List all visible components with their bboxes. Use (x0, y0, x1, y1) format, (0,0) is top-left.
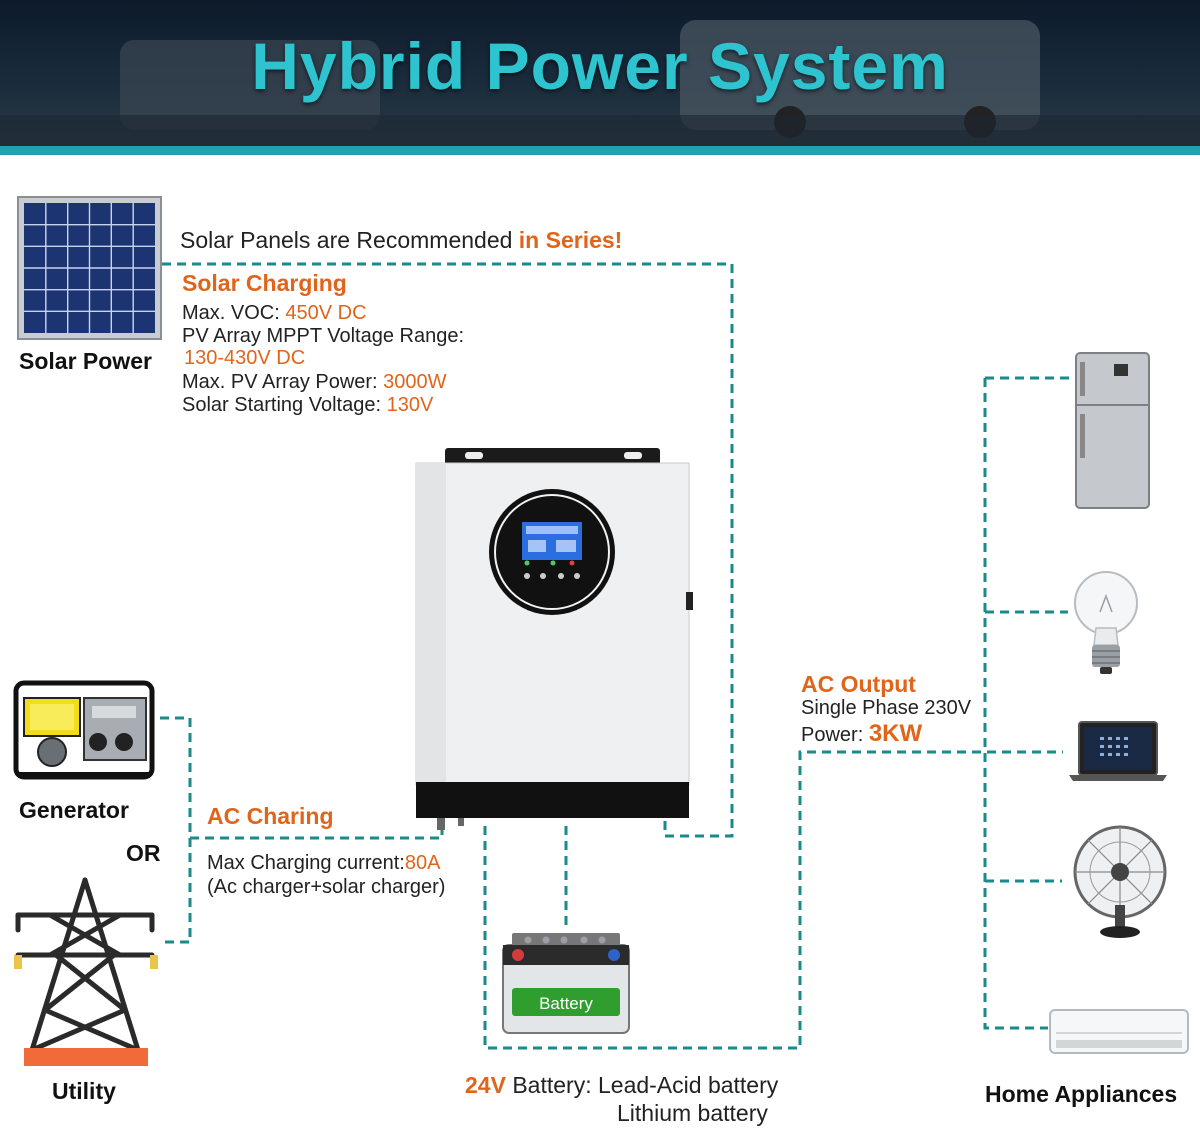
solar-recommendation-highlight: in Series! (518, 227, 623, 253)
max-voc-label: Max. VOC: (182, 302, 286, 324)
mppt-range-value: 130-430V DC (184, 347, 306, 369)
ac-output-heading: AC Output (801, 671, 916, 697)
header-banner (0, 0, 1200, 150)
solar-recommendation: Solar Panels are Recommended in Series! (180, 227, 622, 254)
or-label: OR (126, 840, 161, 866)
solar-start-voltage-row: Solar Starting Voltage: 130V (182, 394, 433, 417)
ac-charging-current-value: 80A (404, 852, 441, 874)
utility-label: Utility (52, 1078, 116, 1104)
solar-start-voltage-value: 130V (386, 394, 434, 416)
battery-icon-text: Battery (539, 994, 593, 1013)
ac-output-power-label: Power: (801, 724, 869, 746)
ac-output-power-row: Power: 3KW (801, 720, 922, 748)
battery-type-2: Lithium battery (617, 1100, 768, 1126)
battery-negative-line (483, 750, 1063, 1050)
battery-type-row: 24V Battery: Lead-Acid battery (465, 1072, 778, 1099)
max-voc-value: 450V DC (285, 302, 367, 324)
max-voc-row: Max. VOC: 450V DC (182, 302, 367, 325)
home-appliances-label: Home Appliances (985, 1081, 1178, 1107)
ac-charging-current-row: Max Charging current:80A (207, 852, 440, 875)
solar-start-voltage-label: Solar Starting Voltage: (182, 394, 387, 416)
page-title: Hybrid Power System (251, 29, 949, 103)
solar-charging-heading: Solar Charging (182, 270, 347, 296)
max-pv-power-value: 3000W (383, 371, 447, 393)
generator-label: Generator (19, 797, 129, 823)
max-pv-power-row: Max. PV Array Power: 3000W (182, 371, 447, 394)
banner-accent-strip (0, 146, 1200, 155)
ac-output-power-value: 3KW (868, 720, 923, 747)
battery-type-1: Lead-Acid battery (597, 1072, 779, 1098)
ac-charging-note: (Ac charger+solar charger) (207, 876, 446, 898)
solar-connection-line (162, 262, 734, 838)
appliance-bus-line (983, 378, 1048, 1030)
mppt-range-label: PV Array MPPT Voltage Range: (182, 325, 465, 347)
solar-recommendation-text: Solar Panels are Recommended (180, 227, 519, 253)
ac-charging-current-label: Max Charging current: (207, 852, 405, 874)
ac-charging-heading: AC Charing (207, 803, 334, 829)
battery-voltage: 24V (465, 1072, 506, 1098)
ac-output-phase: Single Phase 230V (801, 697, 972, 719)
battery-label: Battery: (505, 1072, 598, 1098)
solar-power-label: Solar Power (19, 348, 152, 374)
banner-background-icon (0, 20, 1200, 150)
max-pv-power-label: Max. PV Array Power: (182, 371, 384, 393)
generator-connection-line (160, 716, 192, 944)
